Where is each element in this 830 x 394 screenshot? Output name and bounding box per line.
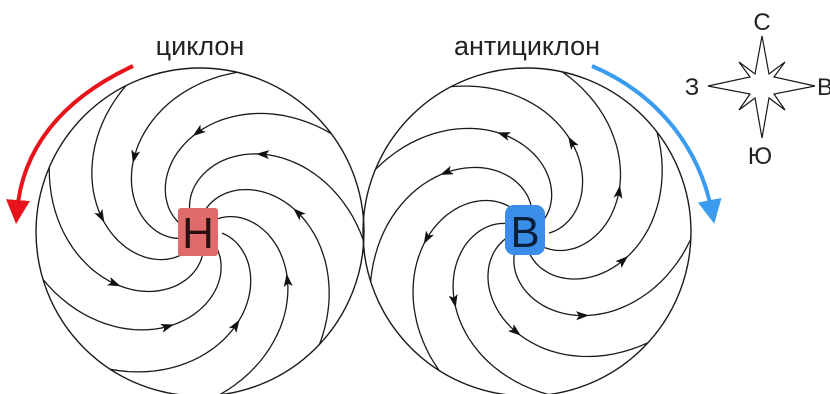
cyclone-flow-arrowhead: [192, 124, 206, 137]
anticyclone-flow-lines: [369, 71, 692, 394]
cyclone-flow-arrowhead: [283, 273, 293, 288]
cyclone-flow-line: [217, 215, 289, 394]
anticyclone-flow-arrowhead: [440, 165, 454, 175]
cyclone-flow-arrowhead: [293, 208, 306, 221]
compass-west-label: З: [685, 74, 700, 101]
anticyclone-flow-arrowhead: [508, 324, 521, 336]
cyclone-center: Н: [178, 208, 218, 258]
cyclone-flow-arrowhead: [106, 277, 121, 287]
cyclone-flow-arrowhead: [256, 150, 270, 160]
anticyclone-rotation-arrow: [591, 64, 722, 224]
anticyclone-flow-line: [513, 238, 692, 317]
cyclone-flow-line: [48, 167, 204, 293]
cyclone-title: циклон: [156, 31, 245, 61]
cyclone-flow-lines: [42, 71, 365, 394]
anticyclone-flow-line: [452, 222, 549, 394]
cyclone-flow-line: [91, 85, 189, 261]
compass-star-icon: [707, 35, 816, 139]
anticyclone-flow-line: [412, 199, 518, 371]
cyclone-flow-line: [188, 153, 365, 242]
cyclone-flow-arrowhead: [160, 324, 174, 333]
anticyclone-center: В: [505, 205, 545, 257]
anticyclone-boundary: [362, 67, 692, 394]
anticyclone-flow-line: [529, 131, 663, 280]
cyclone-center-badge: [178, 208, 218, 256]
anticyclone-flow-arrowhead: [575, 311, 590, 321]
compass-north-label: С: [753, 9, 770, 36]
cyclone-flow-line: [204, 188, 330, 345]
anticyclone-flow-arrowhead: [448, 294, 458, 308]
cyclone-flow-arrowhead: [228, 319, 240, 333]
anticyclone-flow-arrowhead: [613, 185, 623, 199]
anticyclone-center-badge: [505, 205, 545, 255]
anticyclone-center-letter: В: [510, 208, 539, 257]
anticyclone-title: антициклон: [454, 31, 600, 61]
cyclone-flow-line: [130, 71, 238, 240]
cyclone-flow-arrowhead: [131, 149, 141, 164]
cyclone-flow-line: [164, 112, 332, 224]
anticyclone-flow-arrowhead: [497, 132, 511, 141]
anticyclone-flow-arrowhead: [615, 255, 629, 268]
cyclone-center-letter: Н: [182, 209, 214, 258]
compass-rose: С Ю З В: [685, 9, 830, 170]
cyclone-flow-line: [42, 246, 222, 331]
anticyclone-flow-arrowhead: [568, 136, 579, 150]
cyclone-rotation-arrow: [6, 64, 134, 224]
anticyclone-flow-line: [487, 237, 649, 358]
anticyclone-flow-line: [542, 71, 622, 252]
anticyclone-flow-line: [374, 127, 553, 220]
compass-east-label: В: [817, 74, 830, 101]
anticyclone-flow-line: [451, 85, 584, 234]
cyclone-flow-arrowhead: [94, 208, 105, 223]
cyclone-boundary: [35, 67, 365, 394]
cyclone-flow-line: [110, 232, 252, 373]
anticyclone-flow-arrowhead: [423, 230, 434, 245]
anticyclone-flow-line: [369, 166, 533, 282]
compass-south-label: Ю: [748, 143, 772, 170]
